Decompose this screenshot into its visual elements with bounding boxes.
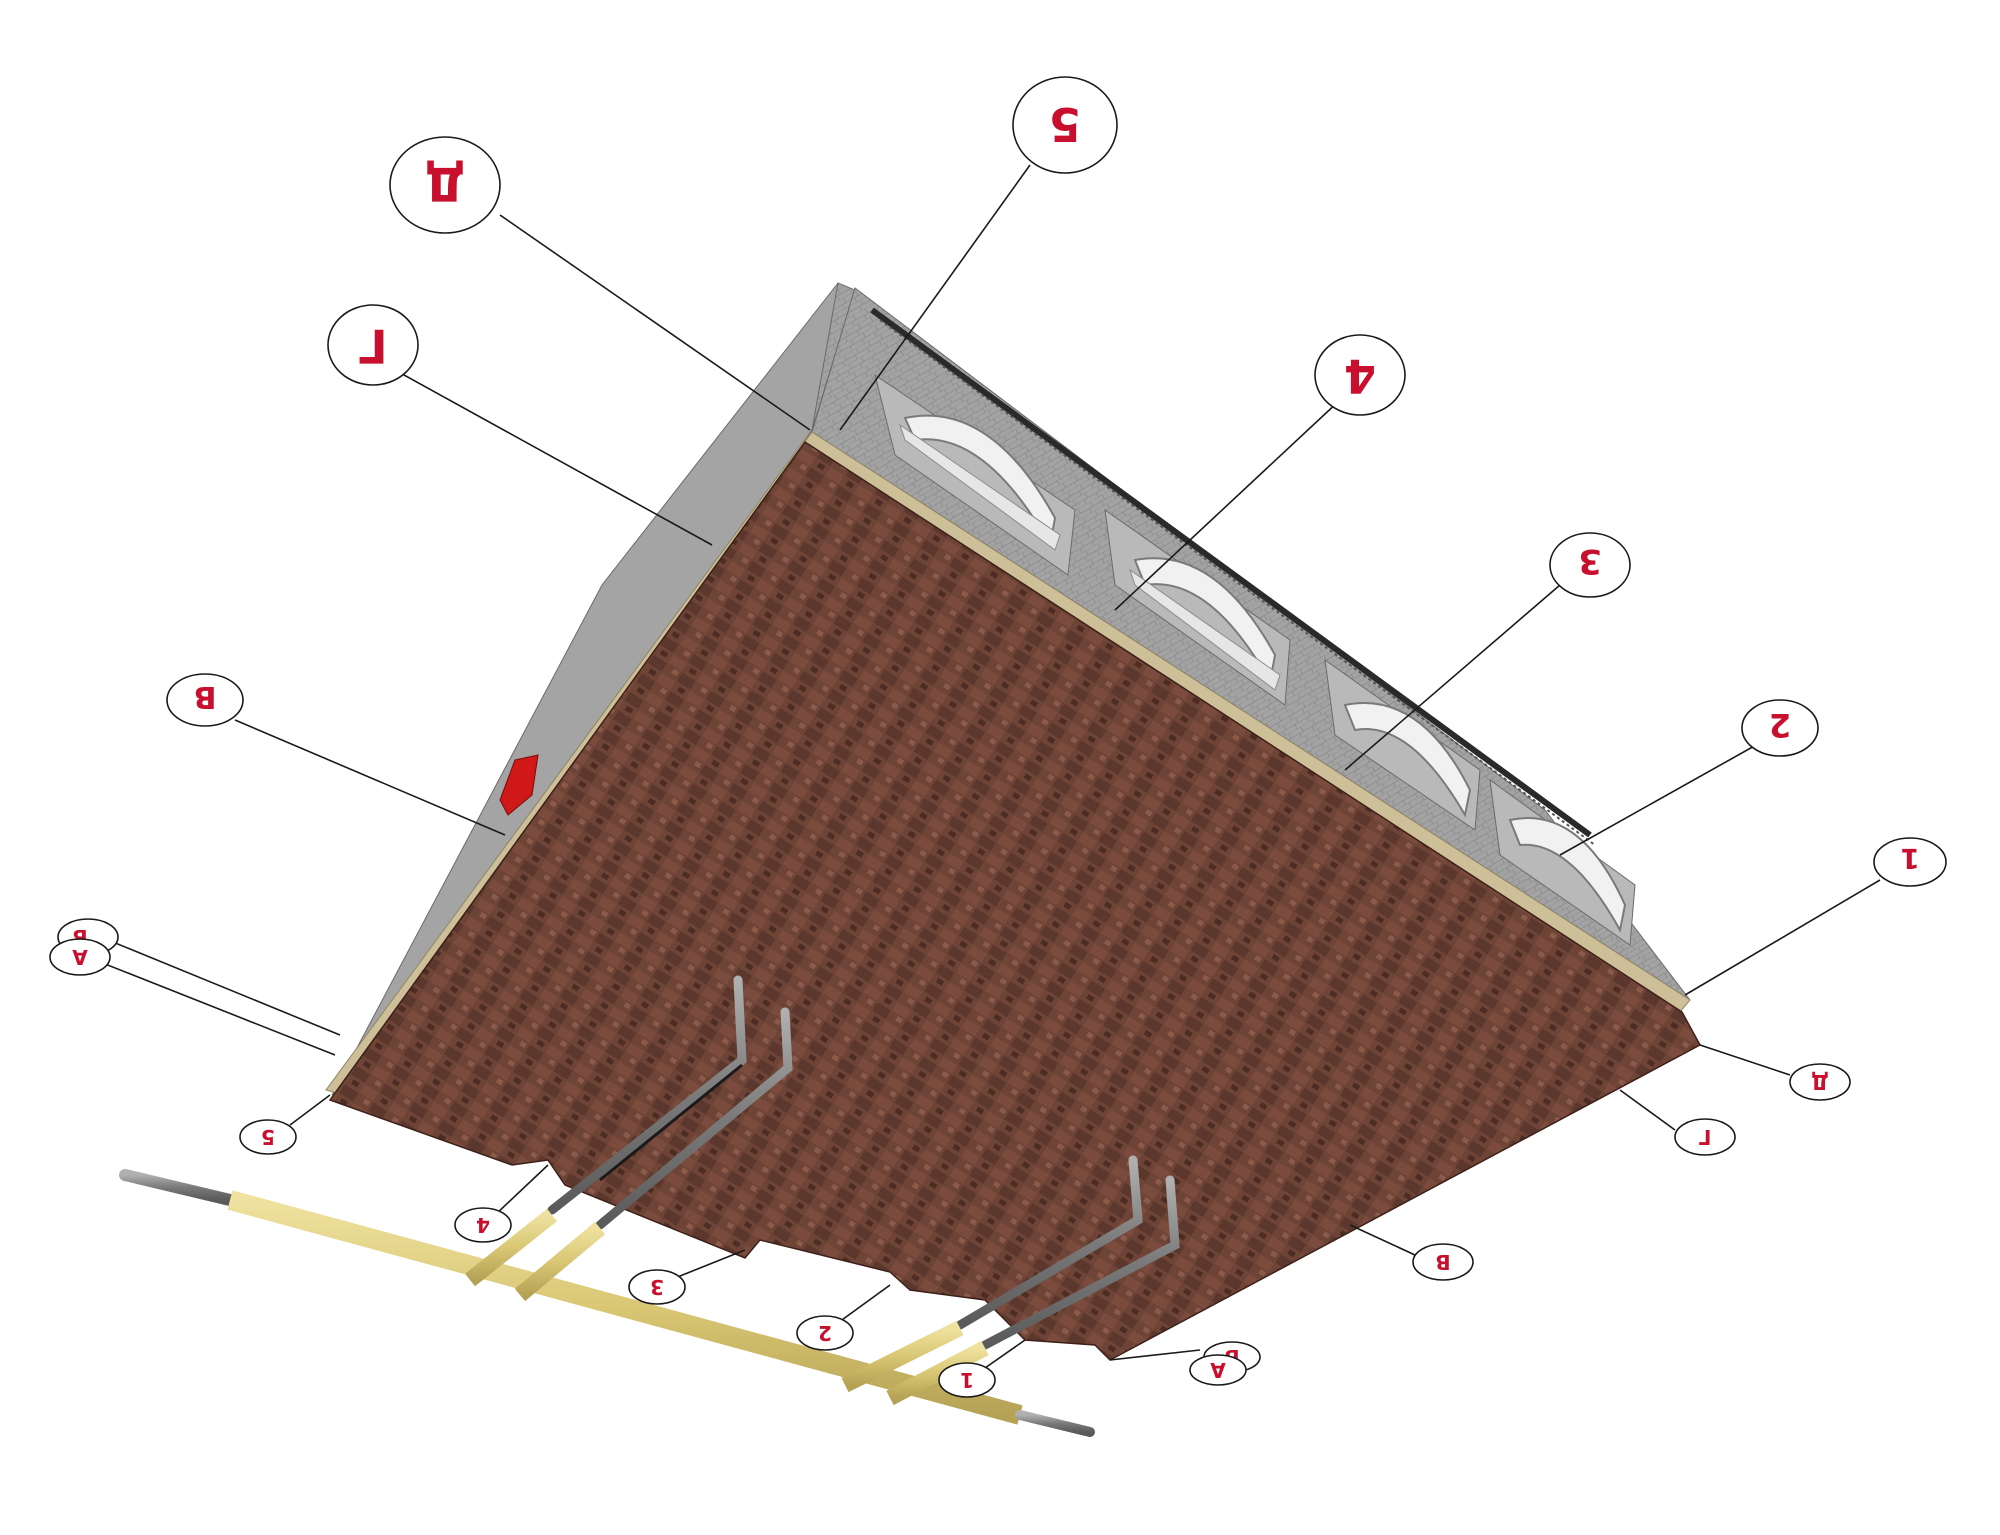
main-pipe xyxy=(119,1169,1095,1437)
callout-b-top: В xyxy=(166,673,244,727)
svg-text:2: 2 xyxy=(818,1321,832,1345)
callout-1-bottom: 1 xyxy=(938,1362,996,1398)
svg-text:Д: Д xyxy=(425,157,466,211)
callout-a-left: А xyxy=(49,938,111,976)
window-2 xyxy=(1104,508,1291,706)
window-1 xyxy=(874,373,1076,576)
callout-2-top: 2 xyxy=(1741,699,1819,757)
svg-text:Г: Г xyxy=(1698,1125,1711,1149)
svg-text:3: 3 xyxy=(1578,541,1602,581)
svg-text:5: 5 xyxy=(1049,97,1081,151)
callout-4-top: 4 xyxy=(1314,334,1406,416)
riser-pipes-right xyxy=(955,1155,1180,1350)
red-device xyxy=(499,754,539,816)
callout-4-bottom: 4 xyxy=(454,1207,512,1243)
svg-text:3: 3 xyxy=(650,1275,664,1299)
svg-text:2: 2 xyxy=(1769,706,1791,744)
window-3 xyxy=(1324,658,1481,831)
callout-1-top: 1 xyxy=(1873,837,1947,887)
callout-g-top: Г xyxy=(327,304,419,386)
callout-a-right: А xyxy=(1189,1354,1247,1386)
callout-g-bottom: Г xyxy=(1674,1118,1736,1156)
svg-text:5: 5 xyxy=(261,1125,275,1149)
svg-text:4: 4 xyxy=(1344,349,1376,403)
svg-text:А: А xyxy=(1210,1358,1226,1382)
callout-3-bottom: 3 xyxy=(628,1269,686,1305)
svg-text:В: В xyxy=(1435,1250,1450,1274)
callout-3-top: 3 xyxy=(1549,532,1631,598)
svg-text:В: В xyxy=(194,679,217,714)
callout-b-bottom: В xyxy=(1412,1243,1474,1281)
svg-text:1: 1 xyxy=(1900,842,1919,875)
svg-text:4: 4 xyxy=(476,1213,490,1237)
riser-pipes-left xyxy=(547,975,793,1230)
leader-lines-top xyxy=(94,164,1881,1256)
brick-wall xyxy=(328,440,1702,1361)
callout-d-bottom: Д xyxy=(1789,1063,1851,1101)
svg-text:Г: Г xyxy=(358,319,387,373)
callout-5-top: 5 xyxy=(1012,76,1118,174)
roof-railing xyxy=(870,307,1596,846)
svg-text:Д: Д xyxy=(1811,1070,1829,1094)
window-4 xyxy=(1489,778,1636,946)
svg-text:А: А xyxy=(72,945,88,969)
leader-lines-bottom xyxy=(289,1094,1201,1376)
svg-text:1: 1 xyxy=(960,1368,974,1392)
callout-2-bottom: 2 xyxy=(796,1315,854,1351)
callout-5-bottom: 5 xyxy=(239,1119,297,1155)
callout-d-top: Д xyxy=(389,136,501,234)
